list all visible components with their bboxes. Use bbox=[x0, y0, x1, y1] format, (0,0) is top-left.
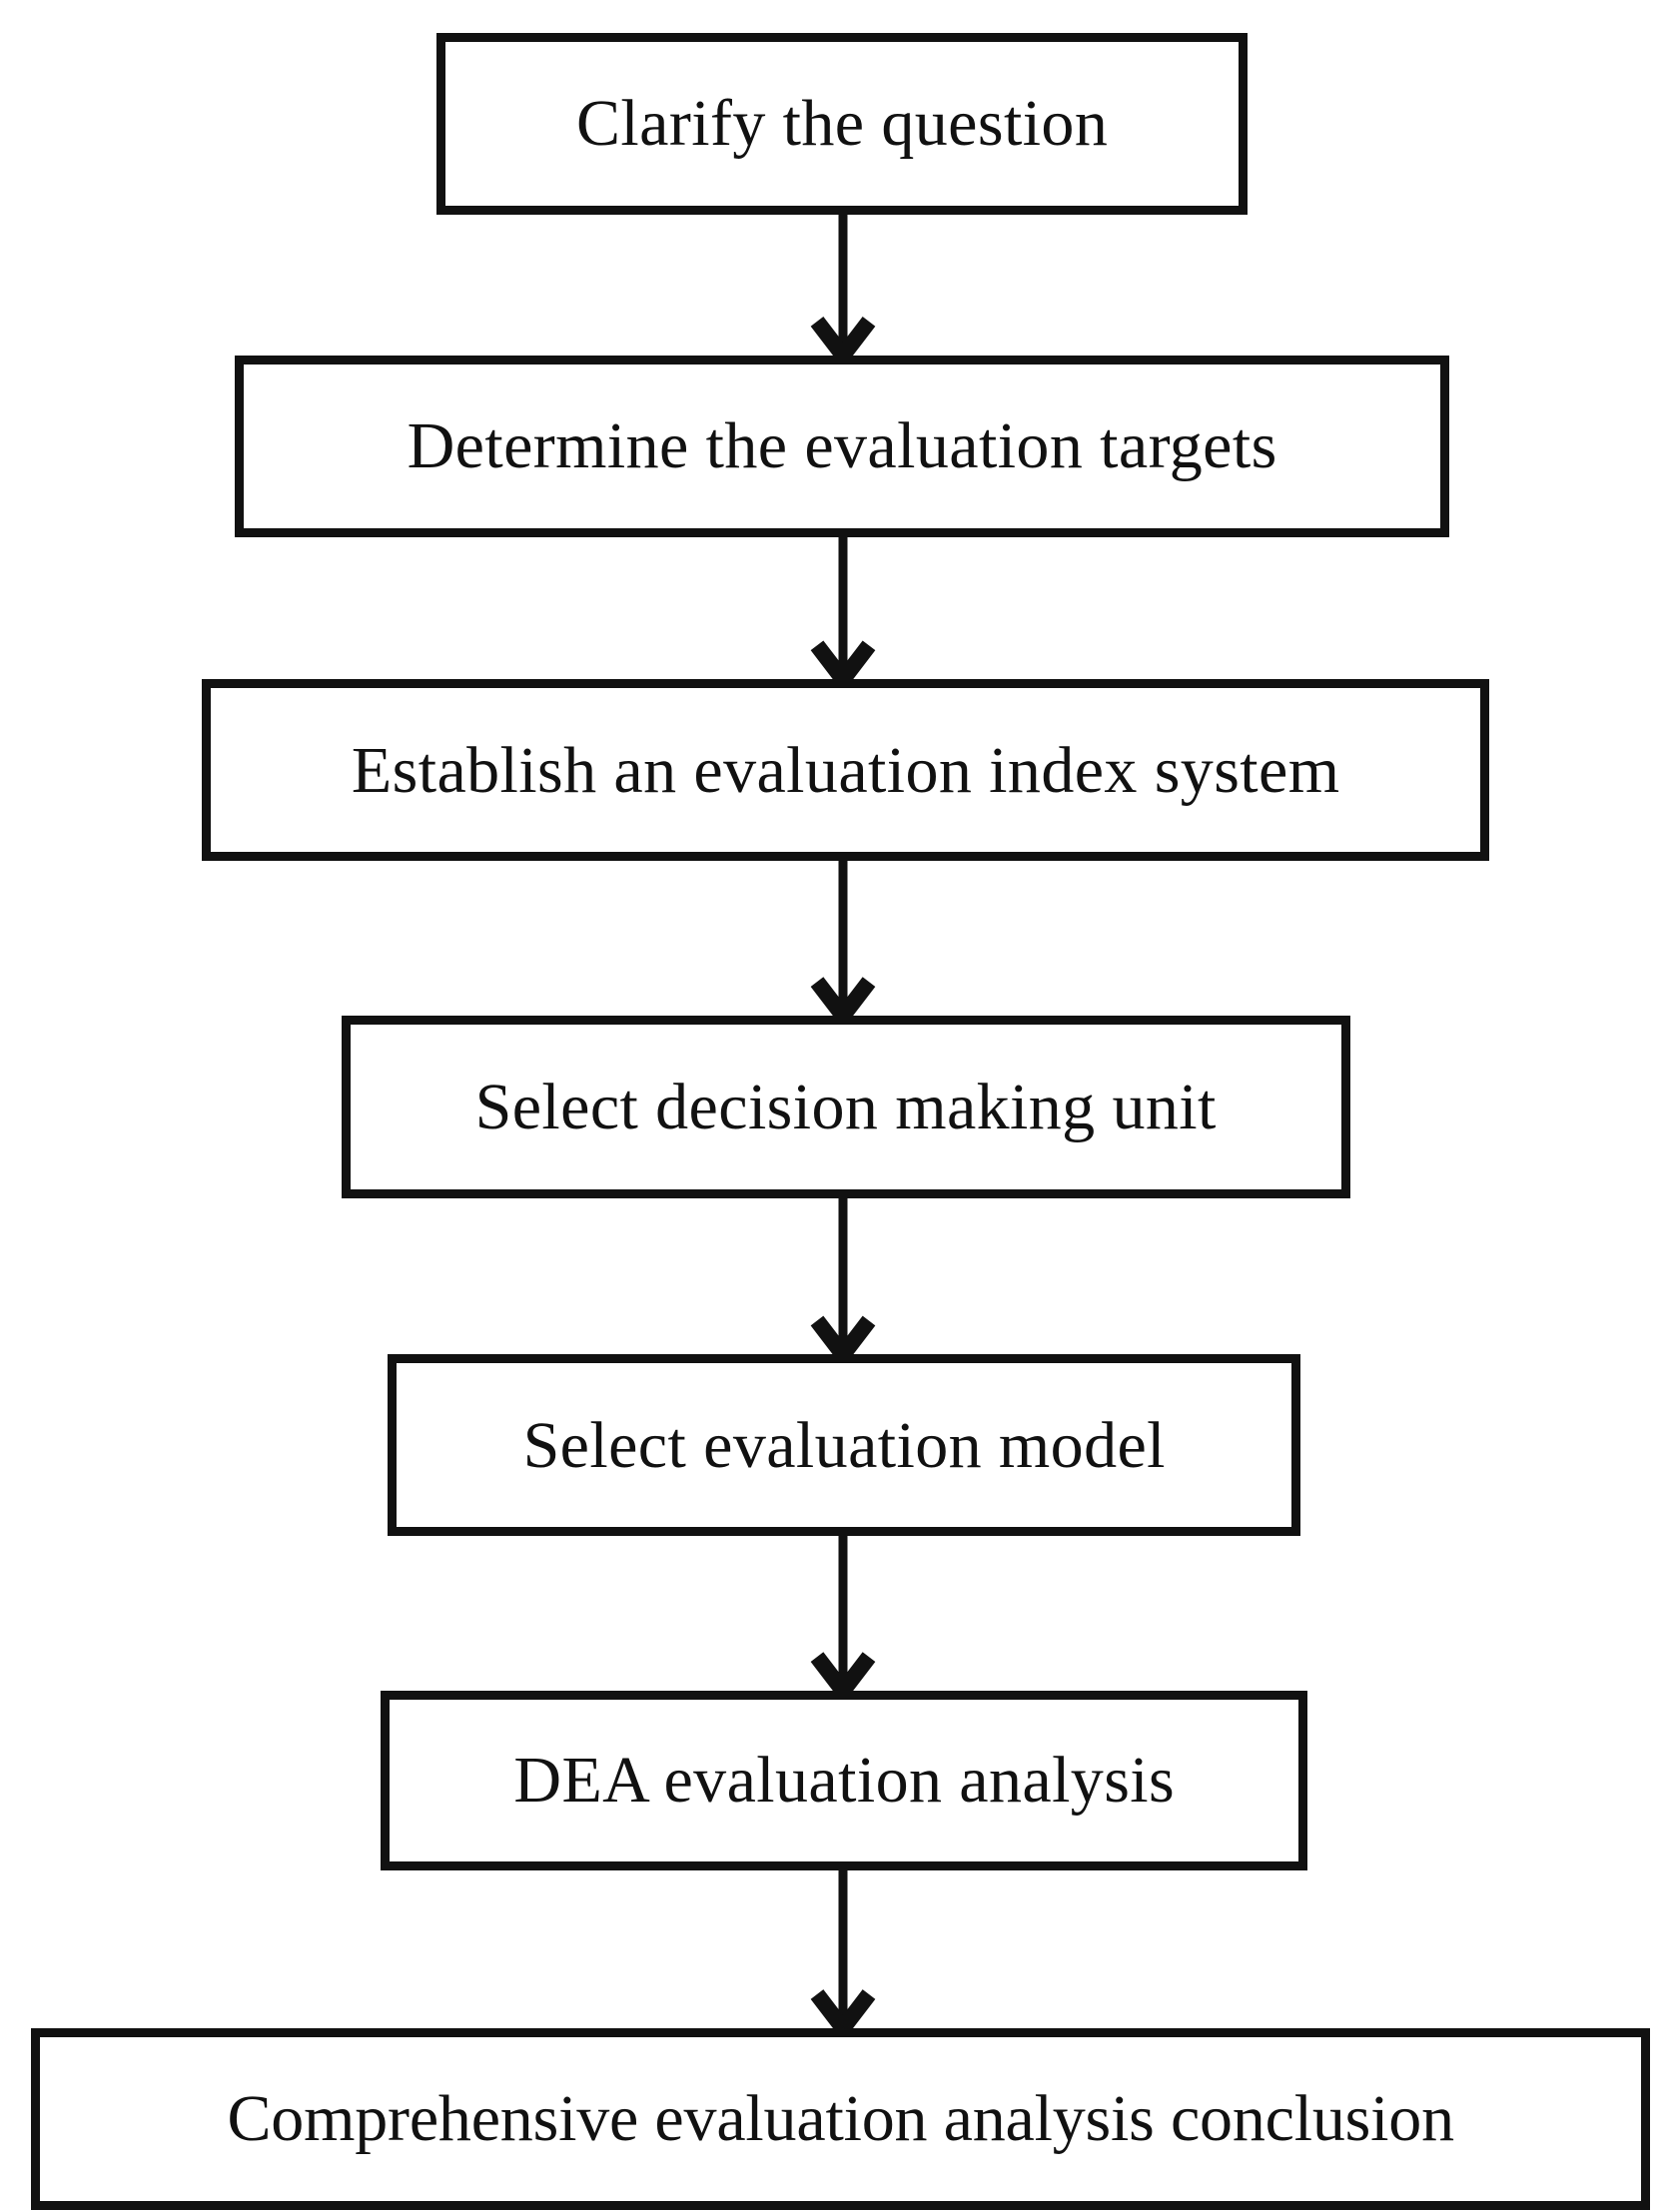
flow-node-label: Select decision making unit bbox=[474, 1070, 1217, 1143]
flow-node-comprehensive-evaluation-analysis-conclusion[interactable]: Comprehensive evaluation analysis conclu… bbox=[31, 2027, 1651, 2210]
flow-arrow-n2-to-n3 bbox=[803, 536, 883, 693]
flow-arrow-n4-to-n5 bbox=[803, 1197, 883, 1368]
flow-node-establish-an-evaluation-index-system[interactable]: Establish an evaluation index system bbox=[202, 679, 1490, 862]
flow-node-select-evaluation-model[interactable]: Select evaluation model bbox=[388, 1354, 1301, 1537]
flow-arrow-n3-to-n4 bbox=[803, 861, 883, 1030]
flow-node-label: DEA evaluation analysis bbox=[513, 1744, 1176, 1818]
flow-node-label: Determine the evaluation targets bbox=[407, 409, 1277, 483]
flow-arrow-n6-to-n7 bbox=[803, 1869, 883, 2041]
flow-node-label: Establish an evaluation index system bbox=[351, 733, 1340, 807]
flow-node-label: Select evaluation model bbox=[522, 1408, 1166, 1482]
flow-node-select-decision-making-unit[interactable]: Select decision making unit bbox=[341, 1016, 1350, 1198]
flow-node-label: Clarify the question bbox=[576, 87, 1109, 161]
flow-node-dea-evaluation-analysis[interactable]: DEA evaluation analysis bbox=[381, 1691, 1308, 1870]
flow-node-determine-the-evaluation-targets[interactable]: Determine the evaluation targets bbox=[234, 355, 1450, 537]
flow-node-clarify-the-question[interactable]: Clarify the question bbox=[435, 32, 1249, 215]
flow-arrow-n5-to-n6 bbox=[803, 1536, 883, 1705]
flow-arrow-n1-to-n2 bbox=[803, 214, 883, 369]
flow-node-label: Comprehensive evaluation analysis conclu… bbox=[227, 2082, 1454, 2156]
